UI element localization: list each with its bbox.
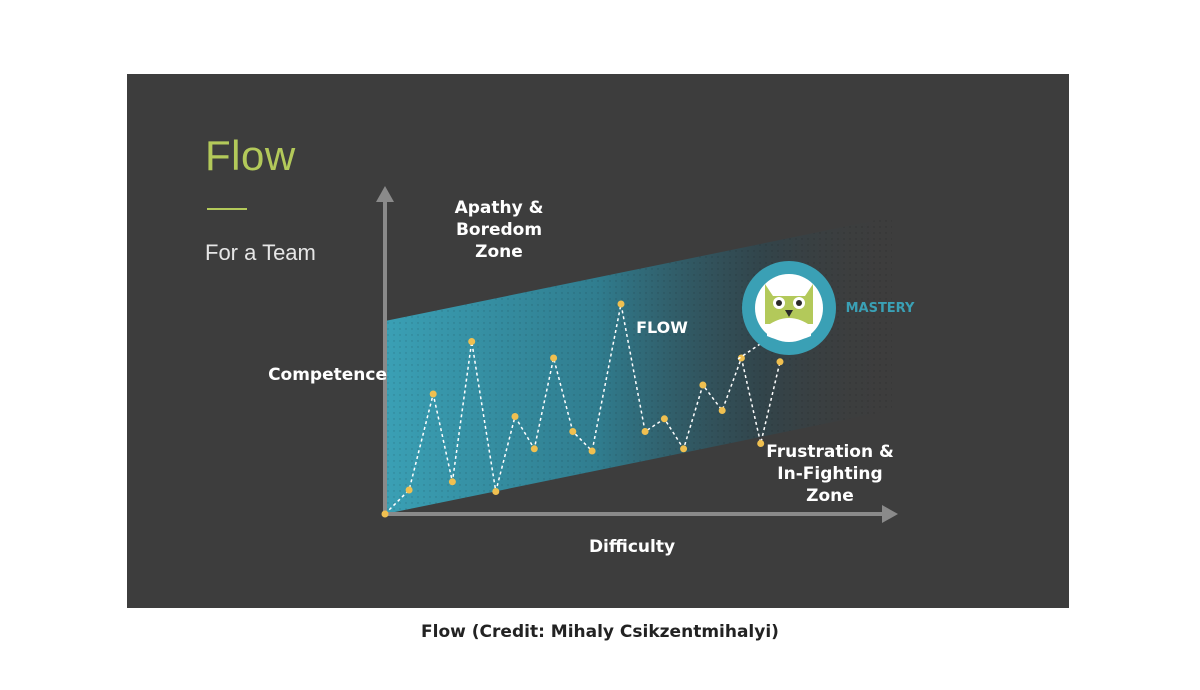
flow-path-point (405, 486, 413, 494)
flow-path-line (384, 303, 781, 515)
flow-path-point (617, 300, 625, 308)
flow-path-point (550, 354, 558, 362)
mastery-connector (737, 335, 773, 360)
flow-path-point (718, 407, 726, 414)
flow-path-point (381, 510, 389, 518)
apathy-zone-label: Apathy & Boredom Zone (454, 198, 544, 262)
flow-path-point (448, 478, 456, 486)
flow-path-point (588, 447, 596, 455)
mastery-label: MASTERY (845, 301, 915, 316)
flow-path-point (569, 428, 577, 435)
flow-path-point (776, 358, 784, 366)
flow-path-point (492, 488, 500, 495)
flow-diagram (376, 186, 898, 523)
flow-path-point (737, 354, 745, 362)
flow-path-point (680, 445, 688, 453)
difficulty-axis-label: Difficulty (588, 537, 676, 557)
flow-series (381, 300, 784, 518)
y-axis-arrow (376, 186, 394, 202)
competence-axis-label: Competence (268, 365, 387, 385)
slide-subtitle: For a Team (205, 240, 316, 265)
frustration-zone-label: Frustration & In-Fighting Zone (766, 442, 894, 506)
figure-caption: Flow (Credit: Mihaly Csikzentmihalyi) (421, 622, 779, 642)
flow-label: FLOW (636, 318, 688, 337)
title-divider (207, 208, 247, 210)
owl-icon (742, 261, 836, 355)
flow-path-point (641, 428, 649, 435)
x-axis-arrow (882, 505, 898, 523)
flow-path-point (699, 381, 707, 389)
flow-path-point (468, 338, 476, 345)
slide-title: Flow (205, 132, 296, 179)
flow-path-point (511, 413, 519, 420)
flow-path-point (530, 445, 538, 453)
flow-path-point (429, 390, 437, 398)
flow-path-point (757, 440, 765, 447)
flow-path-point (660, 415, 668, 423)
flow-slide: Flow For a Team Apathy & Boredom Zone Co… (127, 74, 1069, 608)
